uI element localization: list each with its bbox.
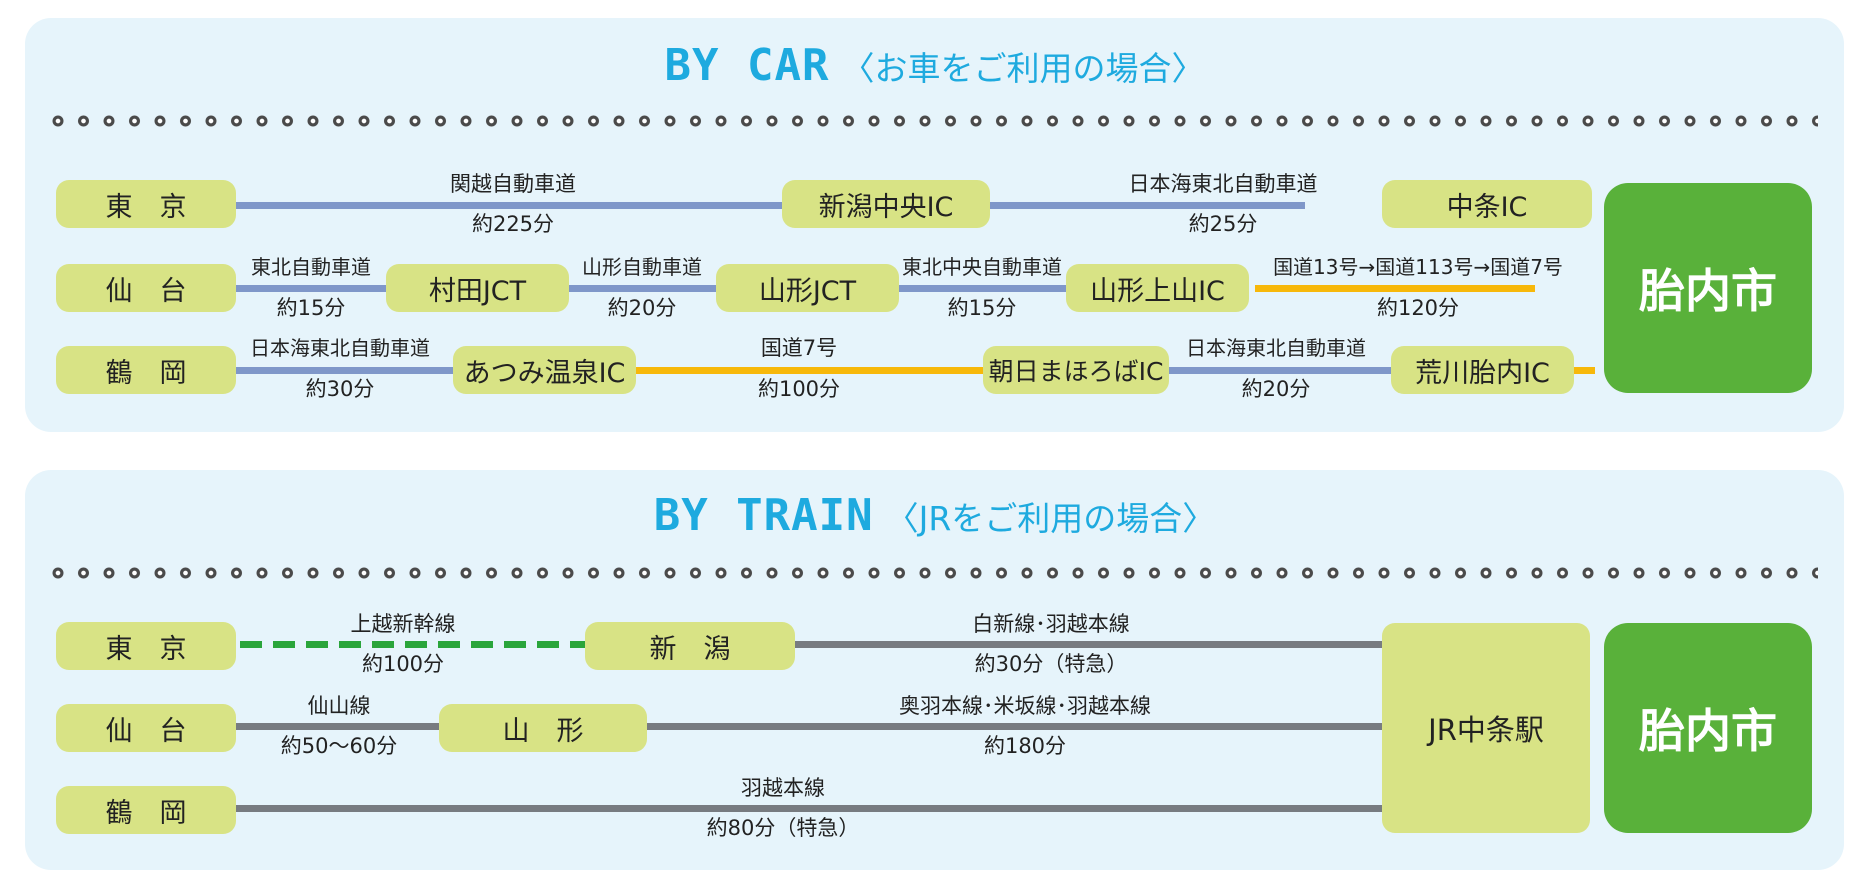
route-line-sendai-tohoku	[235, 285, 405, 292]
time-label: 約50〜60分	[280, 734, 398, 758]
route-line-sendai-national	[1255, 285, 1535, 292]
stop-box: 山 形	[439, 704, 647, 752]
line-label: 白新線･羽越本線	[972, 612, 1130, 636]
route-line-sendai-yamagata	[565, 285, 745, 292]
time-label: 約100分	[361, 652, 445, 676]
line-label: 仙山線	[307, 694, 371, 718]
by-car-panel: BY CAR 〈お車をご利用の場合〉 東 京 関越自動車道 約225分 新潟中央I…	[25, 18, 1844, 432]
time-label: 約20分	[607, 296, 677, 320]
stop-box: 山形上山IC	[1066, 264, 1249, 312]
route-line-tsuruoka-nihonkai	[235, 367, 475, 374]
by-car-title: BY CAR 〈お車をご利用の場合〉	[25, 40, 1844, 91]
origin-box-tokyo: 東 京	[56, 622, 236, 670]
by-car-title-jp: 〈お車をご利用の場合〉	[841, 48, 1205, 88]
time-label: 約30分（特急）	[974, 652, 1128, 676]
dotted-divider	[51, 566, 1818, 580]
destination-box-tainai: 胎内市	[1604, 183, 1812, 393]
stop-box: 朝日まほろばIC	[983, 346, 1169, 394]
by-train-title-jp: 〈JRをご利用の場合〉	[885, 498, 1216, 538]
dotted-divider	[51, 114, 1818, 128]
time-label: 約100分	[757, 377, 841, 401]
stop-box: 村田JCT	[386, 264, 569, 312]
rail-line-senzan	[235, 723, 475, 730]
by-car-title-en: BY CAR	[664, 40, 830, 91]
road-label: 国道7号	[760, 336, 838, 360]
line-label: 奥羽本線･米坂線･羽越本線	[899, 694, 1151, 718]
road-label: 日本海東北自動車道	[250, 336, 430, 360]
origin-box-tsuruoka: 鶴 岡	[56, 786, 236, 834]
road-label: 国道13号→国道113号→国道7号	[1273, 255, 1563, 279]
time-label: 約25分	[1188, 212, 1258, 236]
route-line-tsuruoka-final	[1565, 367, 1595, 374]
road-label: 山形自動車道	[582, 255, 702, 279]
time-label: 約30分	[305, 377, 375, 401]
rail-line-joetsu-shinkansen	[240, 641, 615, 648]
time-label: 約15分	[276, 296, 346, 320]
destination-box-tainai: 胎内市	[1604, 623, 1812, 833]
road-label: 日本海東北自動車道	[1186, 336, 1366, 360]
line-label: 上越新幹線	[350, 612, 456, 636]
time-label: 約120分	[1376, 296, 1460, 320]
route-line-tokyo-nihonkai	[985, 202, 1305, 209]
road-label: 日本海東北自動車道	[1128, 172, 1318, 196]
time-label: 約80分（特急）	[706, 816, 860, 840]
stop-box: 荒川胎内IC	[1391, 346, 1574, 394]
stop-box: 新潟中央IC	[782, 180, 990, 228]
road-label: 関越自動車道	[450, 172, 576, 196]
stop-box: あつみ温泉IC	[453, 346, 636, 394]
stop-box: 新 潟	[585, 622, 795, 670]
origin-box-tsuruoka: 鶴 岡	[56, 346, 236, 394]
line-label: 羽越本線	[741, 776, 825, 800]
hub-box-jr-nakajo-station: JR中条駅	[1382, 623, 1590, 833]
by-train-panel: BY TRAIN〈JRをご利用の場合〉 東 京 上越新幹線 約100分 新 潟 …	[25, 470, 1844, 870]
rail-line-ou-yonesaka-uetsu	[645, 723, 1415, 730]
stop-box: 中条IC	[1382, 180, 1592, 228]
time-label: 約15分	[947, 296, 1017, 320]
route-line-sendai-tohokuchuo	[895, 285, 1105, 292]
rail-line-hakushin-uetsu	[785, 641, 1415, 648]
time-label: 約20分	[1241, 377, 1311, 401]
rail-line-uetsu	[235, 805, 1415, 812]
time-label: 約180分	[983, 734, 1067, 758]
time-label: 約225分	[471, 212, 555, 236]
route-line-tsuruoka-nihonkai2	[1165, 367, 1415, 374]
origin-box-tokyo: 東 京	[56, 180, 236, 228]
road-label: 東北中央自動車道	[902, 255, 1062, 279]
by-train-title-en: BY TRAIN	[653, 490, 874, 541]
origin-box-sendai: 仙 台	[56, 704, 236, 752]
origin-box-sendai: 仙 台	[56, 264, 236, 312]
by-train-title: BY TRAIN 〈JRをご利用の場合〉	[25, 490, 1844, 541]
route-line-tokyo-kanetsu	[235, 202, 795, 209]
route-line-tsuruoka-route7	[625, 367, 1005, 374]
road-label: 東北自動車道	[251, 255, 371, 279]
stop-box: 山形JCT	[716, 264, 899, 312]
